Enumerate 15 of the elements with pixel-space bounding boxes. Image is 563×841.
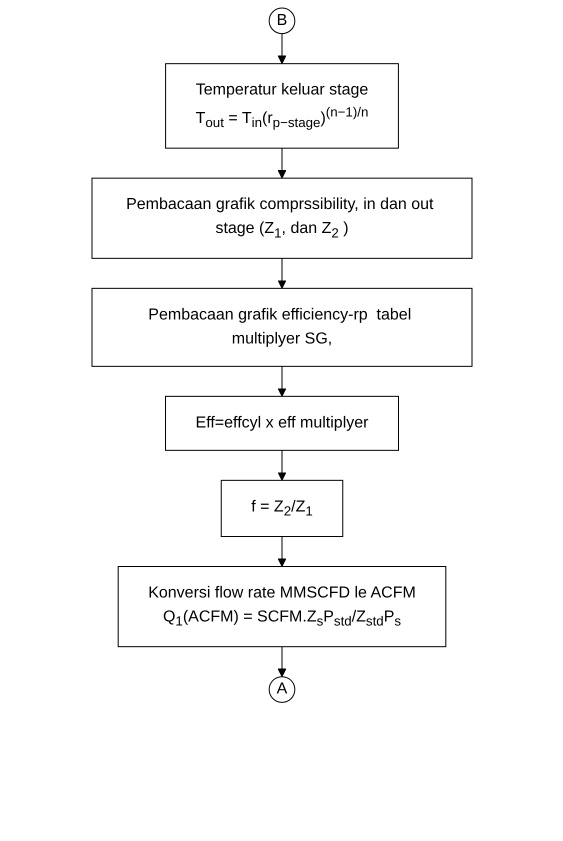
node-box: f = Z$_{2}$/Z$_{1}$ xyxy=(220,480,343,538)
arrow xyxy=(277,450,286,481)
node-box: Eff=effcyl x eff multiplyer xyxy=(164,396,398,451)
node-box: Konversi flow rate MMSCFD le ACFM Q$_{1}$(ACFM) = SCFM.Z$_{s}$P$_{std}$/Z$_{std}$P$_{s}$ xyxy=(117,566,446,648)
arrow xyxy=(277,646,286,678)
arrow xyxy=(277,148,286,179)
node-circle: A xyxy=(268,676,295,703)
arrow xyxy=(277,366,286,397)
node-box: Pembacaan grafik efficiency-rp tabel multiplyer SG, xyxy=(91,288,472,367)
node-box: Pembacaan grafik comprssibility, in dan out stage (Z$_{1}$, dan Z$_{2}$ ) xyxy=(91,178,472,259)
node-box: Temperatur keluar stage T$_{out}$ = T$_{in}$(r$_{p−stage}$)$^{(n−1)/n}$ xyxy=(164,63,398,149)
arrow xyxy=(277,33,286,64)
arrow xyxy=(277,258,286,289)
node-circle: B xyxy=(268,8,295,34)
arrow xyxy=(277,536,286,567)
